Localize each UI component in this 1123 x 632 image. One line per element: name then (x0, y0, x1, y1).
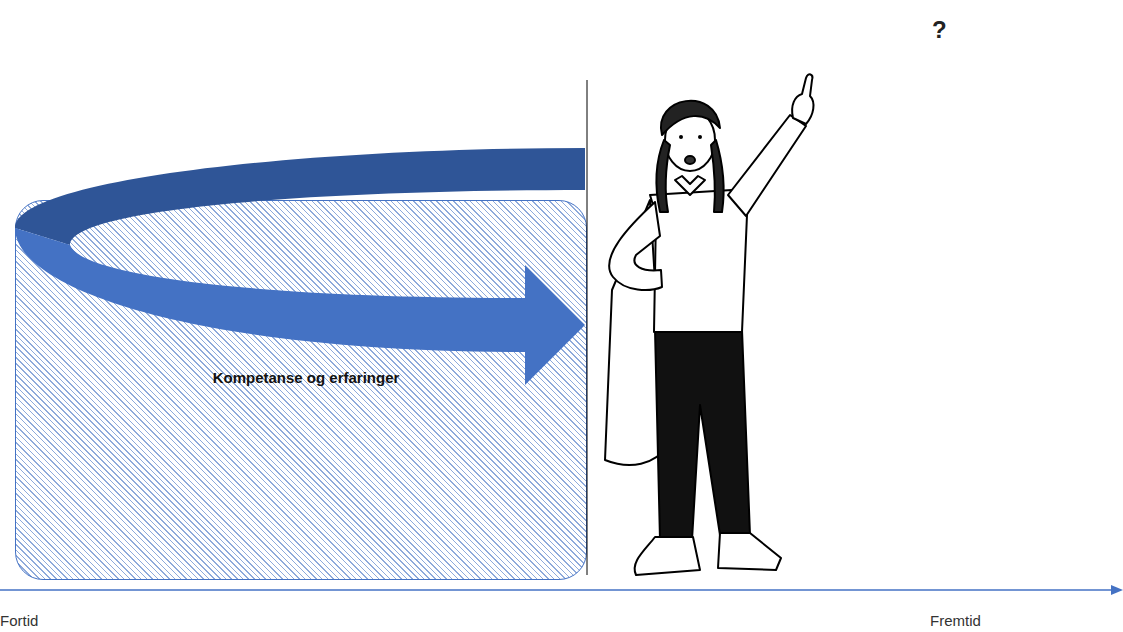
timeline-label: Fremtid (930, 612, 981, 629)
timeline-head (1111, 585, 1123, 595)
scarf (675, 176, 705, 195)
shoe (718, 533, 781, 570)
timeline-label: Fortid (0, 612, 38, 629)
eye (679, 135, 683, 139)
shoe (635, 537, 700, 575)
hip-arm (609, 202, 662, 290)
girl-figure (605, 74, 813, 575)
braid (711, 140, 724, 212)
mouth (685, 156, 695, 164)
node-text: Kompetanse og erfaringer (16, 369, 596, 386)
hair (661, 101, 720, 135)
hatched-box: Kompetanse og erfaringer (15, 200, 587, 580)
timeline (0, 589, 1112, 591)
braid (657, 140, 670, 212)
now-line (587, 80, 588, 575)
pants (655, 330, 750, 540)
eye (698, 135, 702, 139)
pointing-hand (792, 74, 813, 124)
question-mark: ? (932, 16, 947, 44)
raised-arm (728, 115, 806, 216)
